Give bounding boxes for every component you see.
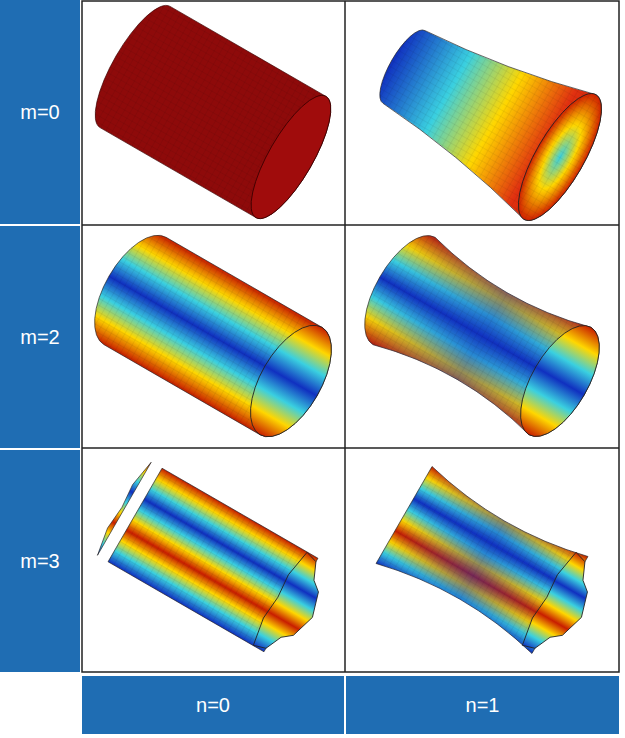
header-cell: n=1 — [346, 676, 619, 734]
cylinder-mode — [376, 467, 609, 666]
header-label: m=0 — [20, 101, 59, 124]
cylinder-mode — [78, 222, 348, 449]
cylinder-mode — [81, 0, 345, 229]
cylinder-mode — [349, 223, 615, 448]
header-label: m=2 — [20, 326, 59, 349]
cylinder-mode — [356, 0, 617, 231]
header-label: m=3 — [20, 550, 59, 573]
header-label: n=0 — [196, 694, 230, 717]
header-cell: m=3 — [0, 450, 80, 672]
header-cell: m=2 — [0, 226, 80, 448]
header-label: n=1 — [466, 694, 500, 717]
header-cell: n=0 — [82, 676, 344, 734]
header-cell: m=0 — [0, 0, 80, 224]
cylinder-mode — [93, 460, 339, 665]
